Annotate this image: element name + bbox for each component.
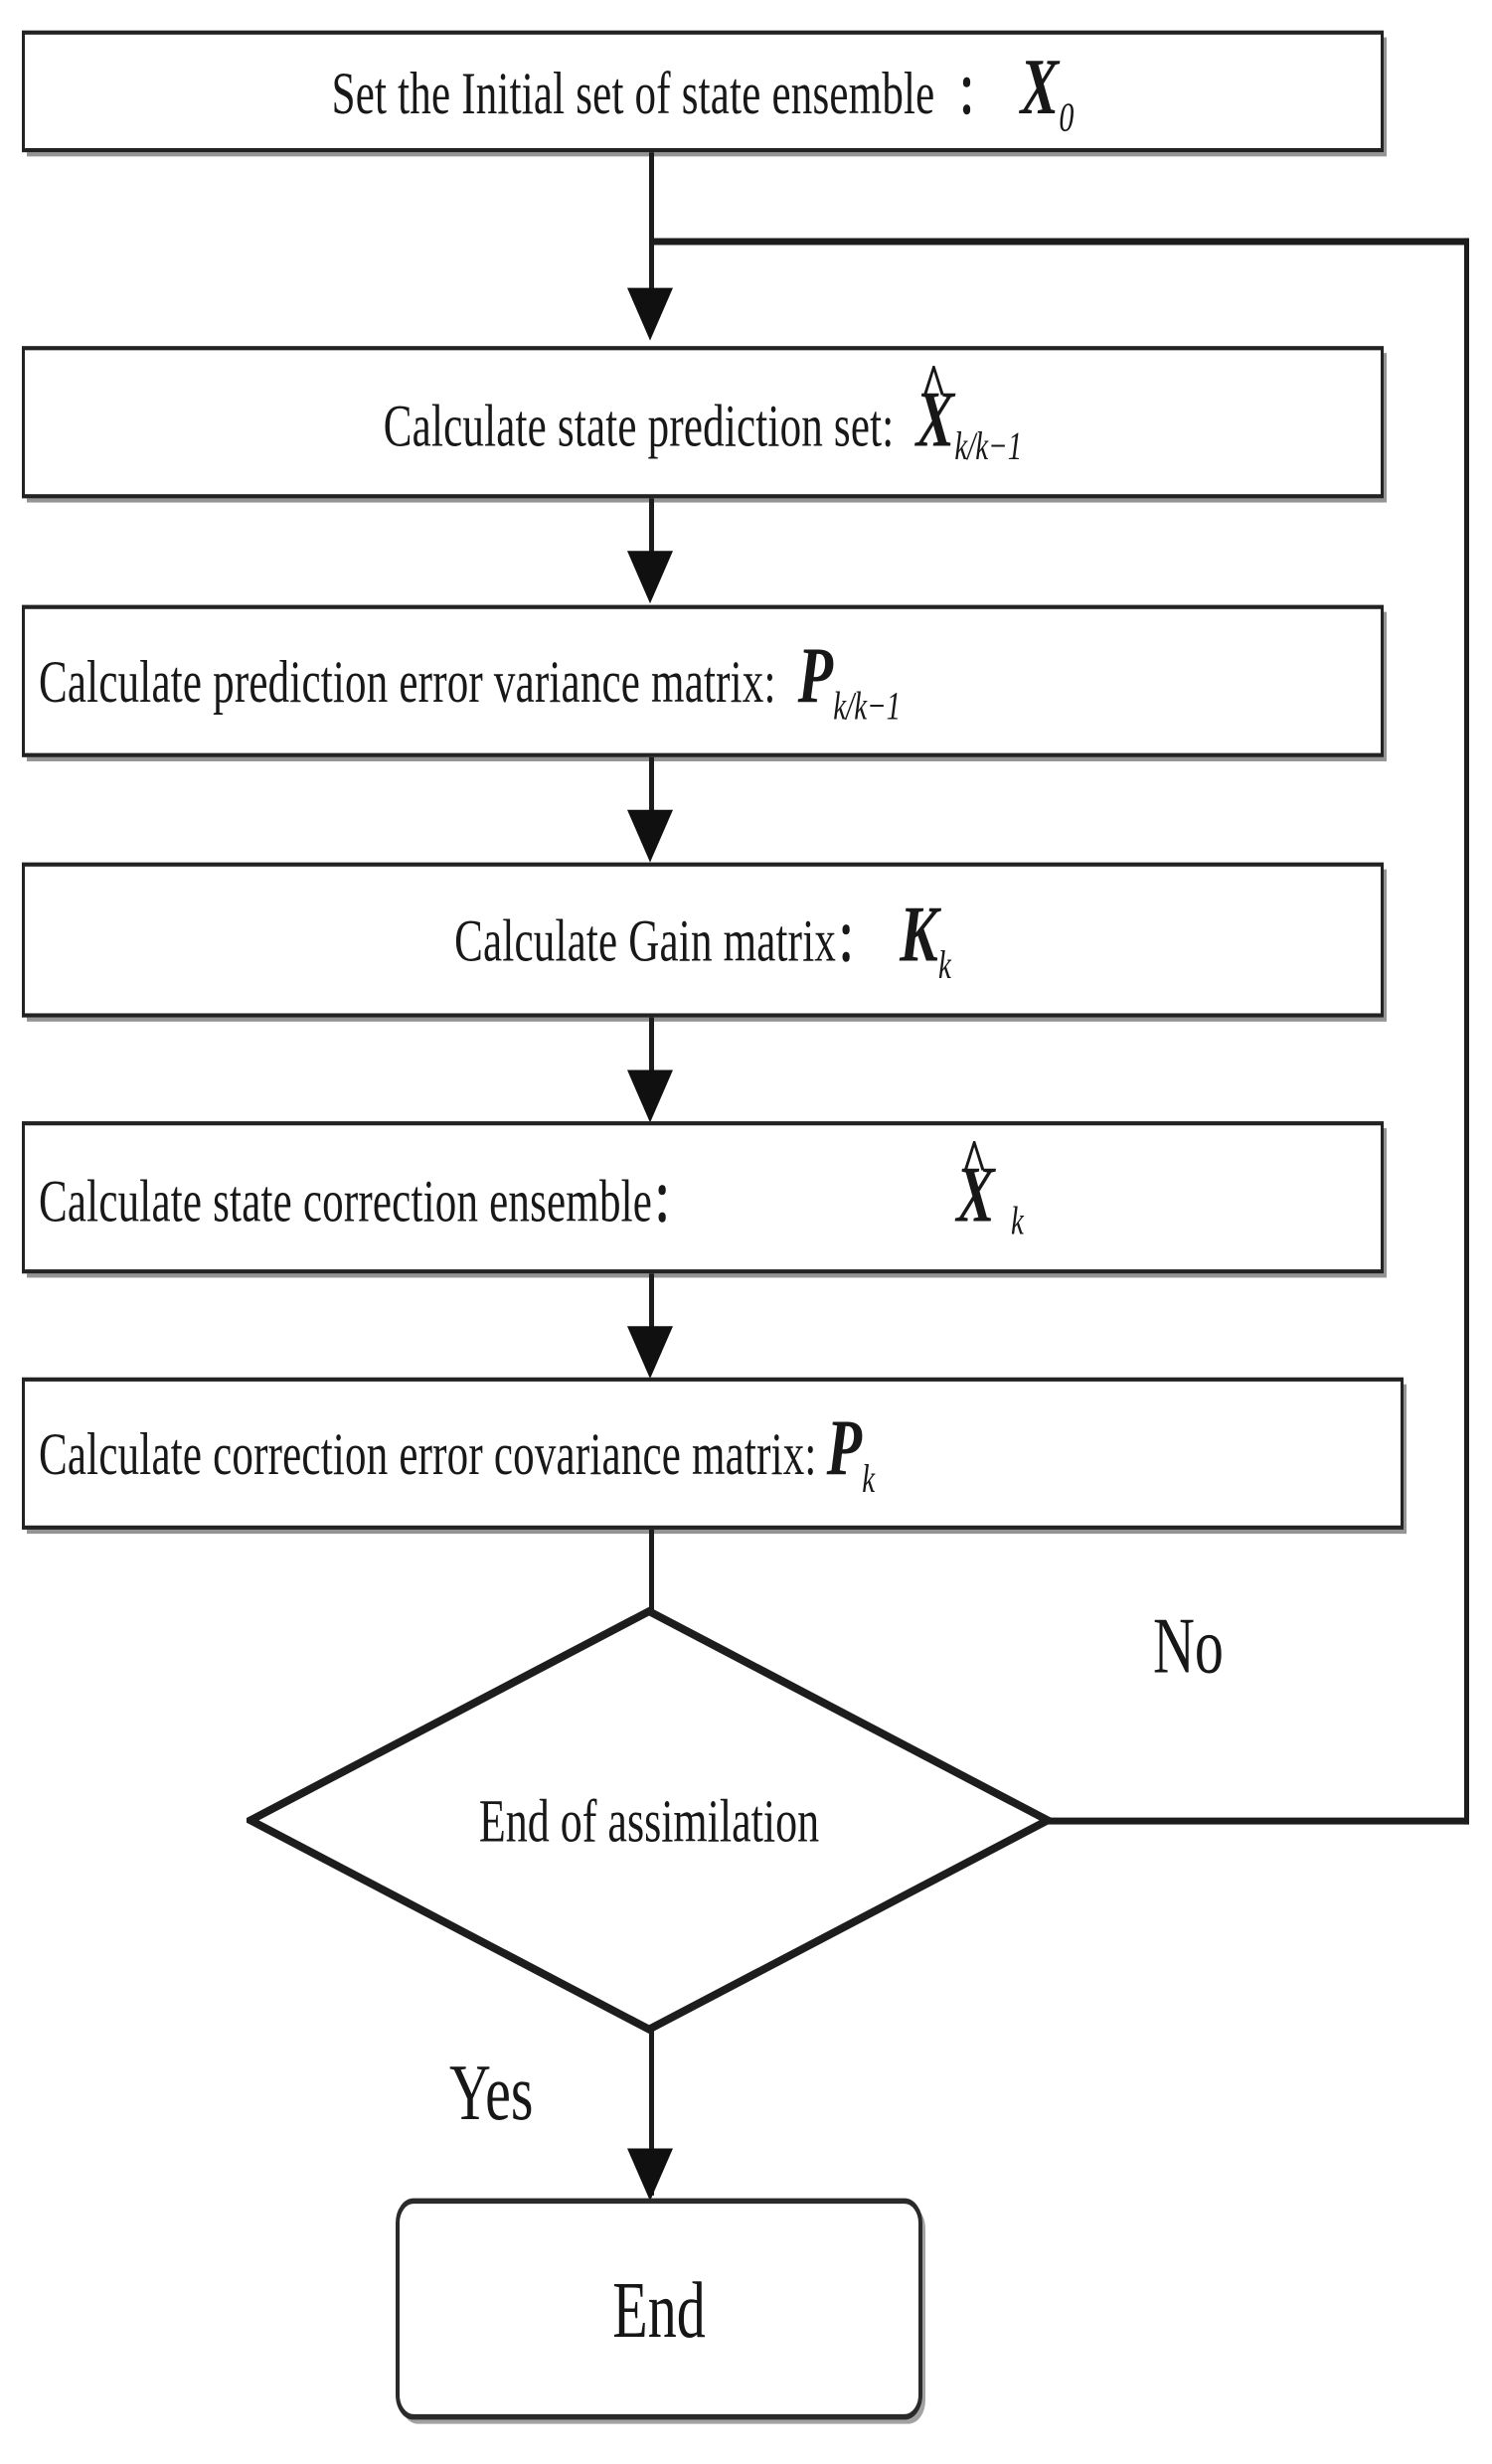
node-state-prediction-text: Calculate state prediction set: ^Xk/k−1 [25,352,1381,469]
node-prediction-error-variance[interactable]: Calculate prediction error variance matr… [22,604,1384,757]
connector-prediction-to-variance [649,498,654,579]
branch-label-no: No [1153,1599,1224,1691]
node-initial-set-subscript: 0 [1059,94,1075,141]
node-end[interactable]: End [396,2198,922,2420]
node-prediction-error-variance-text: Calculate prediction error variance matr… [25,631,1381,731]
node-decision[interactable]: End of assimilation [247,1606,1052,2036]
node-gain-matrix-subscript: k [937,943,951,989]
node-gain-matrix-label: Calculate Gain matrix [454,909,837,975]
node-initial-set-separator: ： [956,63,999,126]
node-state-correction-text: Calculate state correction ensemble： ^X k [25,1126,1381,1244]
loop-right-segment [1464,238,1469,1825]
node-state-correction-label: Calculate state correction ensemble [39,1169,653,1234]
node-state-prediction[interactable]: Calculate state prediction set: ^Xk/k−1 [22,346,1384,499]
node-correction-error-covariance[interactable]: Calculate correction error covariance ma… [22,1377,1404,1530]
node-state-correction-symbol: ^X [956,1126,995,1239]
node-state-correction-separator: ： [652,1170,695,1233]
arrowhead-decision-to-end [627,2148,673,2202]
arrowhead-prediction-to-variance [627,551,673,604]
node-end-label: End [612,2263,706,2355]
branch-label-yes: Yes [449,2047,534,2138]
node-prediction-error-variance-symbol: Pk/k−1 [797,630,902,730]
node-gain-matrix[interactable]: Calculate Gain matrix： Kk [22,862,1384,1018]
node-gain-matrix-separator: ： [836,910,879,974]
node-gain-matrix-symbol: Kk [900,889,951,989]
arrowhead-init-to-prediction [627,287,673,341]
node-correction-error-covariance-text: Calculate correction error covariance ma… [25,1402,1401,1504]
connector-init-to-prediction [649,152,654,308]
node-state-prediction-symbol: ^X [915,352,955,464]
node-state-prediction-subscript: k/k−1 [954,423,1023,469]
node-state-prediction-label: Calculate state prediction set: [383,394,895,460]
node-initial-set-symbol: X0 [1020,41,1075,141]
node-prediction-error-variance-label: Calculate prediction error variance matr… [39,650,776,717]
node-prediction-error-variance-subscript: k/k−1 [833,685,902,730]
node-gain-matrix-text: Calculate Gain matrix： Kk [25,889,1381,990]
hat-accent-icon: ^ [920,352,947,421]
node-correction-error-covariance-subscript: k [862,1457,876,1502]
arrowhead-variance-to-gain [627,809,673,863]
node-state-correction-subscript: k [1010,1199,1024,1244]
arrowhead-correction-to-covariance [627,1326,673,1380]
connector-decision-to-end [649,2029,654,2196]
connector-correction-to-covariance [649,1273,654,1355]
connector-variance-to-gain [649,756,654,838]
loop-bottom-segment [1044,1817,1469,1825]
connector-gain-to-correction [649,1017,654,1098]
hat-accent-icon: ^ [960,1126,988,1197]
arrowhead-gain-to-correction [627,1069,673,1123]
node-state-correction[interactable]: Calculate state correction ensemble： ^X k [22,1121,1384,1274]
node-initial-set[interactable]: Set the Initial set of state ensemble ： X0 [22,30,1384,153]
node-correction-error-covariance-symbol: Pk [826,1402,876,1502]
node-initial-set-label: Set the Initial set of state ensemble [331,62,935,127]
loop-top-segment [649,238,1469,246]
node-initial-set-text: Set the Initial set of state ensemble ： X0 [25,41,1381,141]
node-correction-error-covariance-label: Calculate correction error covariance ma… [39,1423,817,1489]
